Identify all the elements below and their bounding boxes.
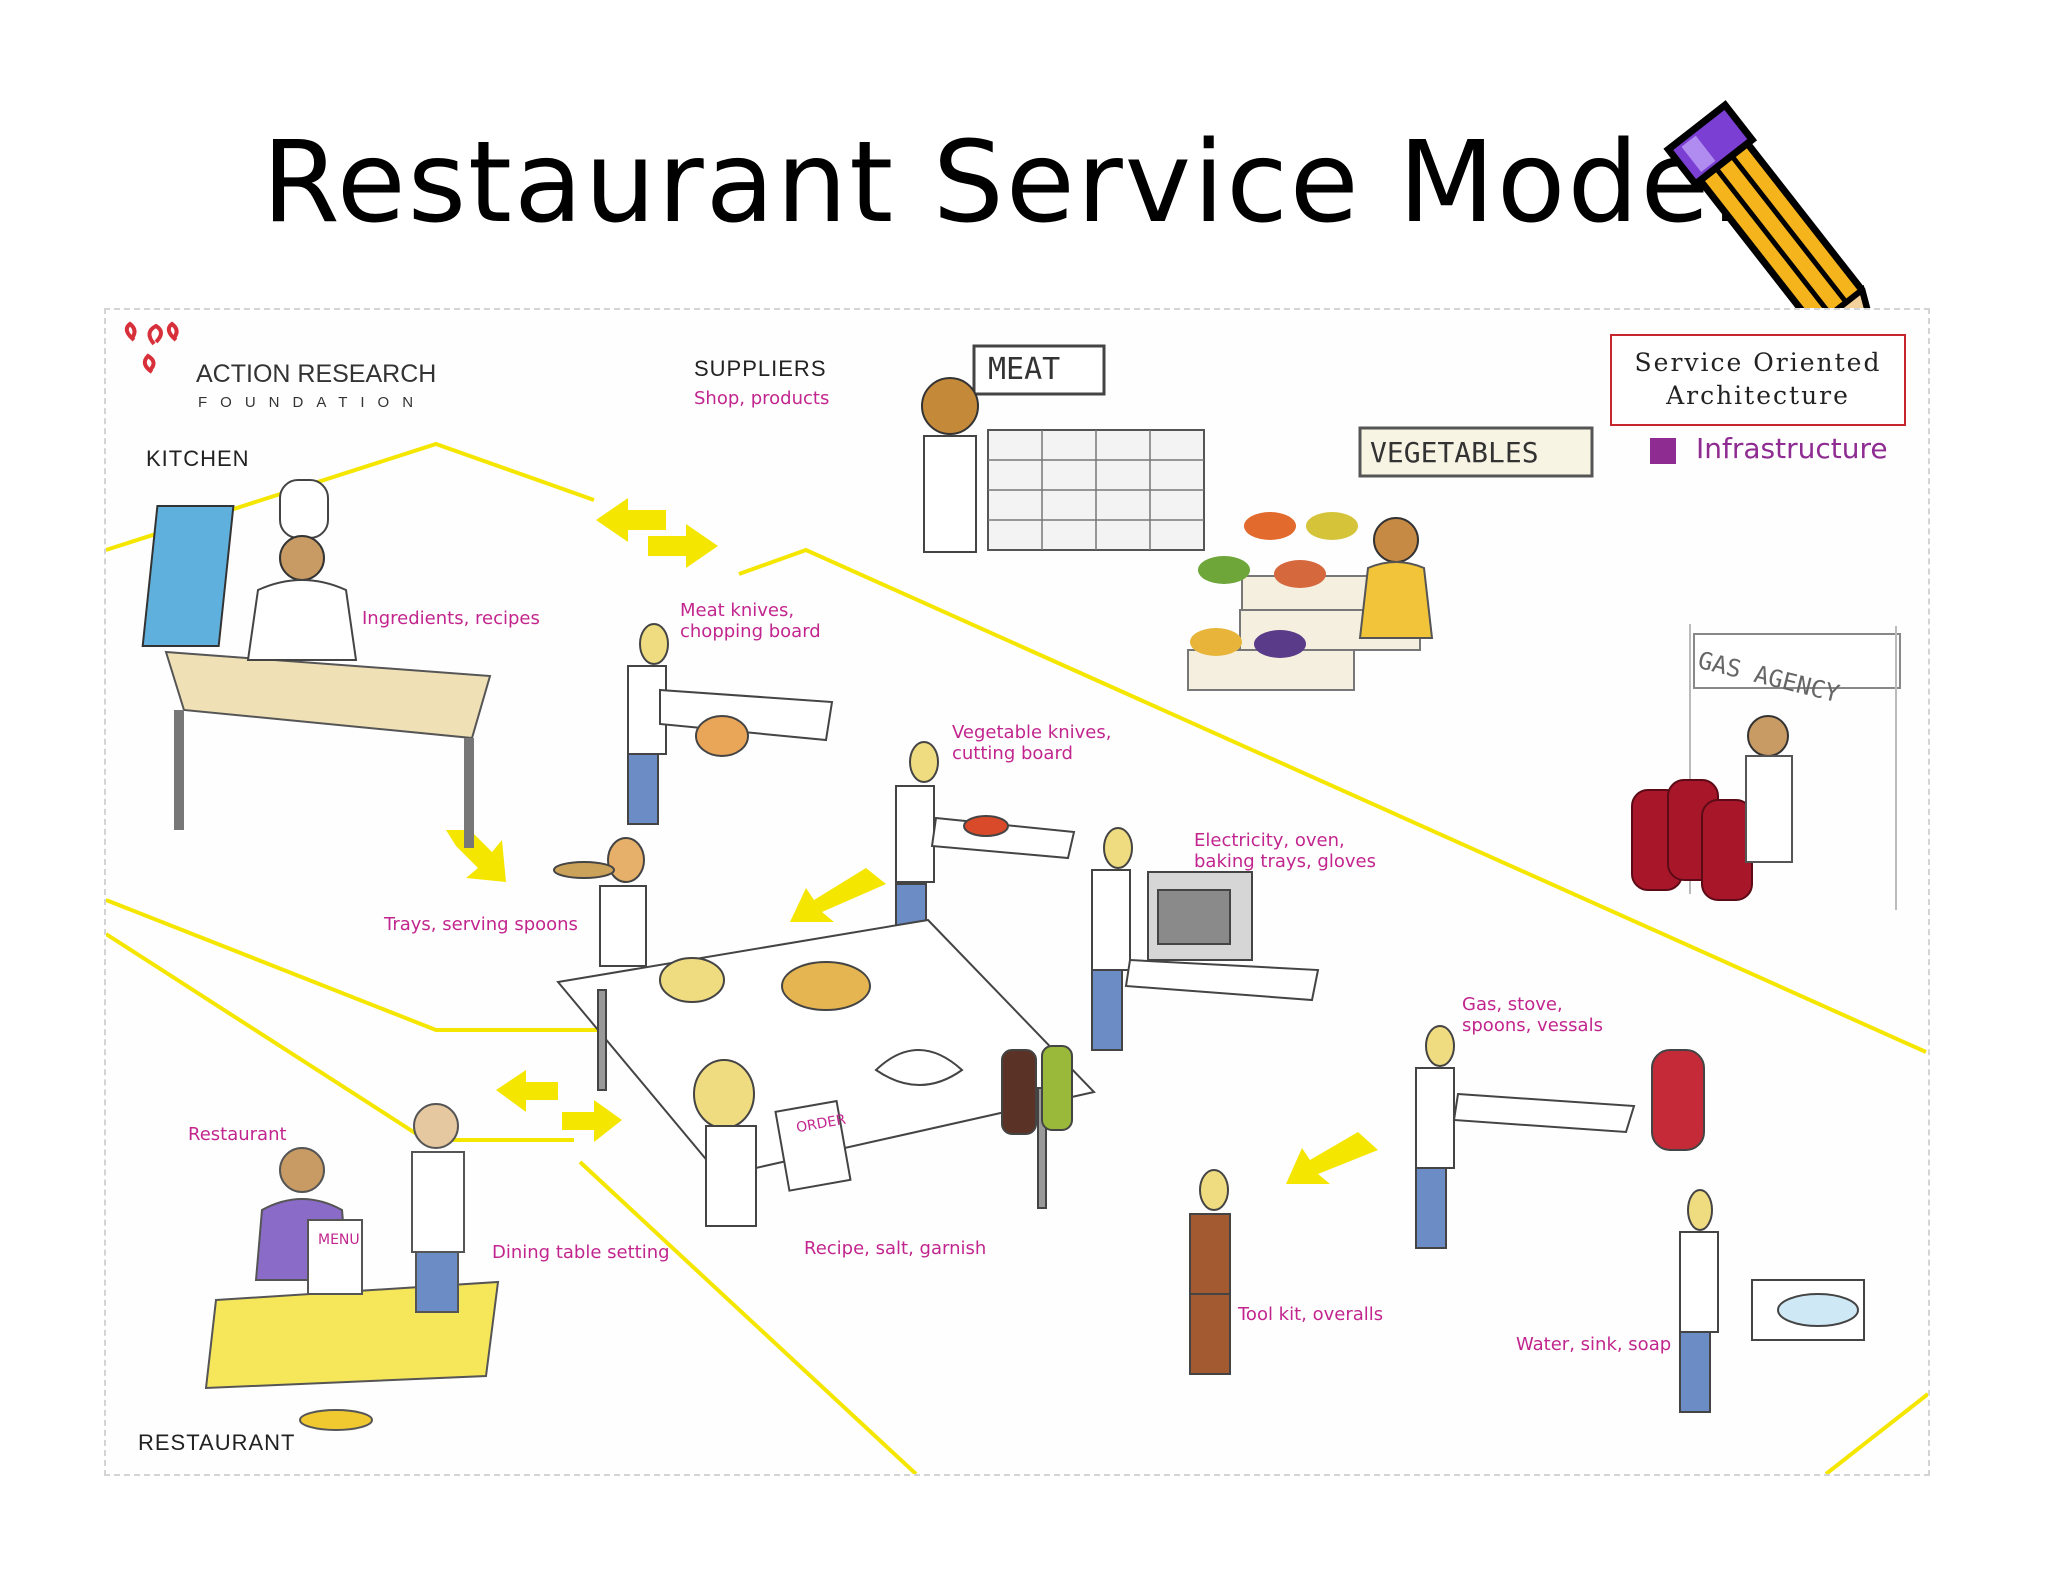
arrow-left-icon [596,498,666,542]
menu-card-text: MENU [318,1232,360,1248]
diagram-frame: ACTION RESEARCH FOUNDATION KITCHEN RESTA… [104,308,1930,1476]
label-meat-knives-2: chopping board [680,621,821,642]
label-water-sink: Water, sink, soap [1516,1334,1672,1355]
vegetable-stall [1187,426,1594,691]
cook-sink [1679,1189,1865,1413]
cook-oven [1091,827,1320,1051]
zone-label-kitchen: KITCHEN [146,446,250,471]
arrow-right-icon [648,524,718,568]
legend-label: Infrastructure [1696,432,1888,465]
arrow-left-icon [496,1070,558,1112]
cook-meat [627,623,834,825]
arrow-down-left-icon [1286,1132,1378,1184]
soa-title-line2: Architecture [1666,381,1850,410]
label-recipe-salt: Recipe, salt, garnish [804,1238,987,1259]
suppliers-subtitle: Shop, products [694,388,830,409]
label-electricity-2: baking trays, gloves [1194,851,1376,872]
label-dining-table: Dining table setting [492,1242,670,1263]
vegetables-sign: VEGETABLES [1370,436,1539,469]
logo-swirl-icon [124,321,179,374]
diagram-canvas [106,321,1928,1474]
label-gas-1: Gas, stove, [1462,994,1563,1015]
central-prep-table [556,918,1096,1227]
label-meat-knives-1: Meat knives, [680,600,795,621]
label-veg-knives-1: Vegetable knives, [952,722,1112,743]
label-trays: Trays, serving spoons [384,914,578,935]
gas-agency [1631,624,1901,910]
label-tool-kit: Tool kit, overalls [1238,1304,1384,1325]
head-chef-desk [141,479,492,848]
label-gas-2: spoons, vessals [1462,1015,1603,1036]
legend-swatch [1650,438,1676,464]
label-veg-knives-2: cutting board [952,743,1073,764]
cook-vegetable [895,741,1076,955]
zone-label-suppliers: SUPPLIERS [694,356,827,381]
flow-arrows [446,498,1378,1184]
slide-title: Restaurant Service Model [262,118,1745,248]
mechanic-toolkit [1189,1169,1231,1375]
meat-sign: MEAT [988,352,1061,387]
meat-stall [921,344,1205,553]
label-ingredients-recipes: Ingredients, recipes [362,608,540,629]
logo-name: ACTION RESEARCH [196,360,437,388]
dining-table [204,1103,500,1431]
cook-stove [1415,1025,1705,1249]
logo-subtitle: FOUNDATION [198,394,427,411]
arrow-right-icon [562,1100,622,1142]
arrow-down-left-icon [790,868,886,922]
cook-figures [553,623,1865,1413]
label-restaurant: Restaurant [188,1124,287,1145]
soa-title-box: Service Oriented Architecture [1610,334,1906,426]
label-electricity-1: Electricity, oven, [1194,830,1345,851]
arrow-down-right-icon [446,830,506,882]
waiter-trays [553,837,647,967]
soa-title-line1: Service Oriented [1634,348,1882,377]
zone-label-restaurant: RESTAURANT [138,1430,296,1455]
